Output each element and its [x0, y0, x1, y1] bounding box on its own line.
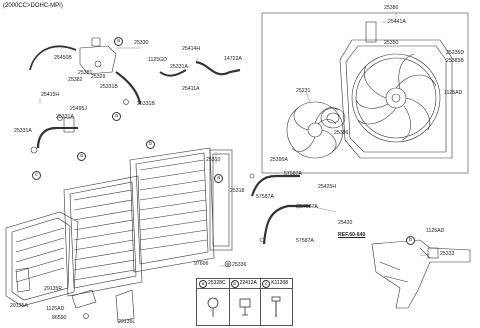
part-label[interactable]: 57587A — [296, 238, 314, 244]
part-label[interactable]: 25450B — [54, 55, 72, 61]
part-label[interactable]: 25235D — [446, 50, 465, 56]
part-label[interactable]: 25336 — [232, 262, 247, 268]
reference-label[interactable]: REF.60-640 — [338, 232, 366, 238]
legend-cell-b[interactable]: b 22412A — [228, 279, 262, 325]
legend-part: 22412A — [239, 280, 257, 286]
part-label[interactable]: 25231 — [296, 88, 311, 94]
part-label[interactable]: 29135A — [10, 303, 28, 309]
legend-part: K11208 — [271, 280, 289, 286]
part-label[interactable]: 25414H — [182, 46, 201, 52]
reservoir-and-hoses — [29, 37, 241, 154]
part-label[interactable]: 25411A — [182, 86, 200, 92]
callout-a[interactable]: a — [114, 37, 123, 46]
bracket-assembly — [371, 239, 471, 309]
callout-a[interactable]: a — [112, 112, 121, 121]
legend-letter: c — [262, 280, 271, 288]
leader-lines — [39, 12, 431, 267]
fastener-legend: a 25328C b 22412A c K11208 — [196, 278, 293, 326]
callout-c[interactable]: c — [32, 171, 41, 180]
part-label[interactable]: 25318 — [230, 188, 245, 194]
callout-a[interactable]: a — [77, 152, 86, 161]
part-label[interactable]: 86590 — [52, 315, 67, 321]
part-label[interactable]: 25331A — [14, 128, 32, 134]
engine-spec-header: (2000CC>DOHC-MPI) — [3, 3, 63, 9]
part-label[interactable]: 25329 — [91, 74, 106, 80]
part-label[interactable]: 1125AD — [46, 306, 65, 312]
part-label[interactable]: 57587A — [284, 171, 302, 177]
part-label[interactable]: 25333 — [440, 251, 455, 257]
part-label[interactable]: 25420 — [338, 220, 353, 226]
part-label[interactable]: 57587A — [256, 194, 274, 200]
radiator-hoses — [249, 173, 310, 245]
part-label[interactable]: 1125AD — [444, 90, 463, 96]
part-label[interactable]: 25331B — [100, 84, 118, 90]
part-label[interactable]: 25350 — [384, 40, 399, 46]
part-label[interactable]: 25331B — [137, 101, 155, 107]
lower-brackets — [15, 260, 232, 323]
legend-letter: a — [199, 280, 207, 288]
part-label[interactable]: 97606 — [194, 261, 209, 267]
air-guide — [5, 211, 79, 307]
part-label[interactable]: 25425H — [318, 184, 337, 190]
callout-b[interactable]: b — [406, 236, 415, 245]
part-label[interactable]: 1125AD — [426, 228, 445, 234]
part-label[interactable]: 57587A — [300, 204, 318, 210]
callout-b[interactable]: b — [146, 140, 155, 149]
part-label[interactable]: 25495J — [70, 106, 88, 112]
legend-cell-a[interactable]: a 25328C — [197, 279, 230, 325]
part-label[interactable]: 29135L — [118, 319, 136, 325]
fan-motor — [320, 107, 346, 129]
part-label[interactable]: 25380 — [384, 5, 399, 11]
radiator — [129, 147, 233, 273]
part-label[interactable]: 25330 — [134, 40, 149, 46]
fan-shroud — [339, 21, 453, 159]
fan-assembly-box — [261, 12, 469, 174]
part-label[interactable]: 25415H — [41, 92, 60, 98]
legend-part: 25328C — [208, 280, 226, 286]
legend-cell-c[interactable]: c K11208 — [260, 279, 292, 325]
part-label[interactable]: 25310 — [206, 157, 221, 163]
part-label[interactable]: 29135R — [44, 286, 63, 292]
part-label[interactable]: 25395A — [270, 157, 288, 163]
part-label[interactable]: 25331A — [56, 114, 74, 120]
legend-letter: b — [230, 280, 239, 288]
part-label[interactable]: 25441A — [388, 19, 406, 25]
part-label[interactable]: 25331A — [170, 64, 188, 70]
part-label[interactable]: 14722A — [224, 56, 242, 62]
bolt-icon — [271, 296, 281, 317]
part-label[interactable]: 25381 — [78, 70, 93, 76]
condenser — [63, 175, 143, 297]
clip-icon — [239, 298, 250, 316]
part-label[interactable]: 1125GD — [148, 57, 167, 63]
hose-clamp-icon — [207, 297, 219, 317]
part-label[interactable]: 25385B — [446, 58, 464, 64]
part-label[interactable]: 25386 — [334, 130, 349, 136]
callout-a[interactable]: a — [214, 174, 223, 183]
part-label[interactable]: 25382 — [68, 77, 83, 83]
